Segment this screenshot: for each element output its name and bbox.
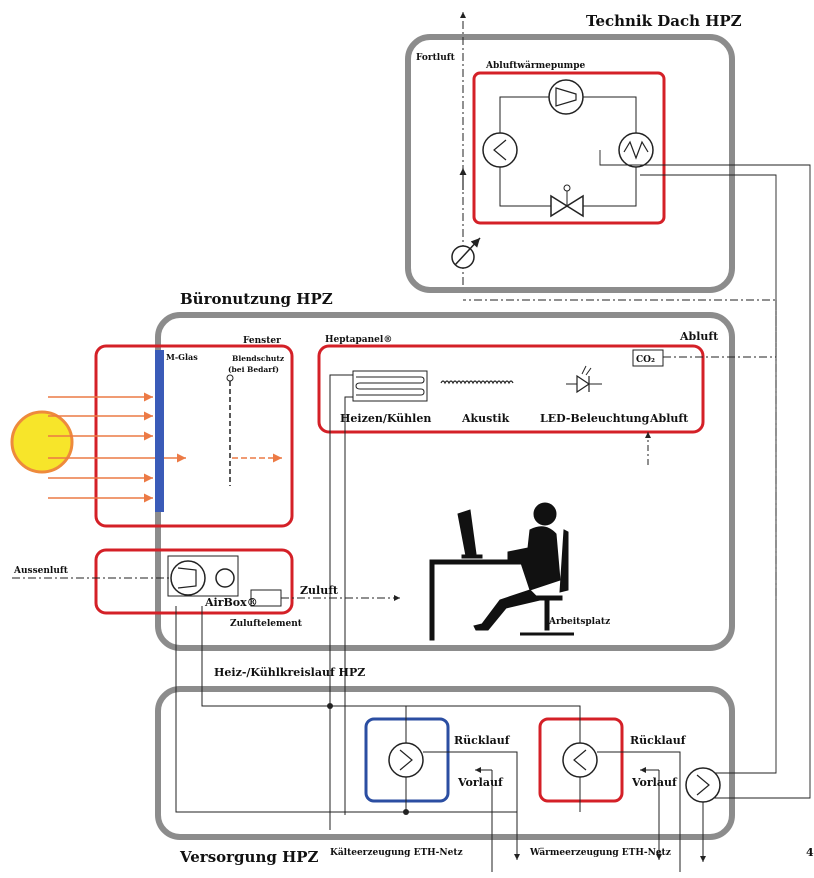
fan-icon xyxy=(215,568,235,588)
akustik-label: Akustik xyxy=(461,412,510,425)
waermeerzeugung-zone xyxy=(538,717,624,803)
heat-exchanger-icon xyxy=(562,742,598,778)
condenser-supply-line xyxy=(599,150,811,799)
fan-icon xyxy=(451,237,481,269)
zuluft-label: Zuluft xyxy=(300,584,339,597)
co2-sensor xyxy=(632,349,664,367)
cold-ruecklauf-label: Rücklauf xyxy=(454,734,511,747)
blendschutz-label: Blendschutz xyxy=(232,354,284,363)
heat-exchanger-icon xyxy=(685,767,721,803)
blendschutz-blind xyxy=(226,374,234,486)
coil-pipe xyxy=(329,374,353,830)
condenser-return-line xyxy=(640,174,777,774)
abluft-panel-label: Abluft xyxy=(649,412,689,425)
technik-dach-box xyxy=(405,34,735,293)
heat-exchanger-icon xyxy=(388,742,424,778)
airbox-label: AirBox® xyxy=(204,596,258,609)
m-glas-label: M-Glas xyxy=(166,352,198,362)
junction-dot xyxy=(327,703,333,709)
technik-dach-title: Technik Dach HPZ xyxy=(586,12,742,30)
co2-label: CO₂ xyxy=(636,355,655,365)
cold-vorlauf-label: Vorlauf xyxy=(457,776,504,789)
page-number: 4 xyxy=(806,846,814,859)
akustik-element xyxy=(440,380,514,385)
compressor-icon xyxy=(548,79,584,115)
fortluft-label: Fortluft xyxy=(416,53,456,63)
aussenluft-label: Aussenluft xyxy=(13,566,69,576)
fenster-label: Fenster xyxy=(243,336,281,346)
heat-pump-loop-bottom xyxy=(499,150,637,207)
blendschutz-label-2: (bei Bedarf) xyxy=(228,365,279,374)
versorgung-box xyxy=(155,686,735,840)
warm-ruecklauf-label: Rücklauf xyxy=(630,734,687,747)
heating-cooling-coil xyxy=(352,370,428,402)
led-label: LED-Beleuchtung xyxy=(540,412,650,425)
heat-exchanger-icon xyxy=(618,132,654,168)
heiz-kuehl-pipe-2 xyxy=(201,606,581,760)
bueronutzung-title: Büronutzung HPZ xyxy=(180,290,333,308)
expansion-valve-icon xyxy=(550,184,584,218)
abluftwaermepumpe-zone xyxy=(472,71,666,225)
heptapanel-zone xyxy=(317,344,705,434)
heiz-kuehlkreislauf-label: Heiz-/Kühlkreislauf HPZ xyxy=(214,666,365,679)
heat-exchanger-icon xyxy=(170,560,206,596)
heptapanel-label: Heptapanel® xyxy=(325,335,392,345)
heizen-kuehlen-label: Heizen/Kühlen xyxy=(340,412,431,425)
kaelteerzeugung-zone xyxy=(364,717,450,803)
m-glas-pane xyxy=(155,350,164,512)
zuluftelement-label: Zuluftelement xyxy=(230,619,303,629)
coil-pipe-2 xyxy=(344,396,353,815)
abluft-top-label: Abluft xyxy=(679,330,719,343)
warm-ruecklauf xyxy=(597,751,681,872)
arbeitsplatz-label: Arbeitsplatz xyxy=(548,617,610,627)
waermeerzeugung-label: Wärmeerzeugung ETH-Netz xyxy=(529,847,671,858)
led-icon xyxy=(566,365,602,394)
airbox-housing xyxy=(167,555,239,597)
warm-vorlauf-label: Vorlauf xyxy=(631,776,678,789)
sun-icon xyxy=(10,410,74,474)
heat-exchanger-icon xyxy=(482,132,518,168)
person-at-desk-icon xyxy=(429,502,574,641)
airbox-zone xyxy=(94,548,294,615)
cold-ruecklauf xyxy=(423,751,520,860)
kaelteerzeugung-label: Kälteerzeugung ETH-Netz xyxy=(330,847,463,858)
abluftwaermepumpe-label: Abluftwärmepumpe xyxy=(485,60,585,71)
abluft-duct xyxy=(463,299,777,358)
sun-rays xyxy=(48,392,282,503)
versorgung-title: Versorgung HPZ xyxy=(179,848,319,866)
